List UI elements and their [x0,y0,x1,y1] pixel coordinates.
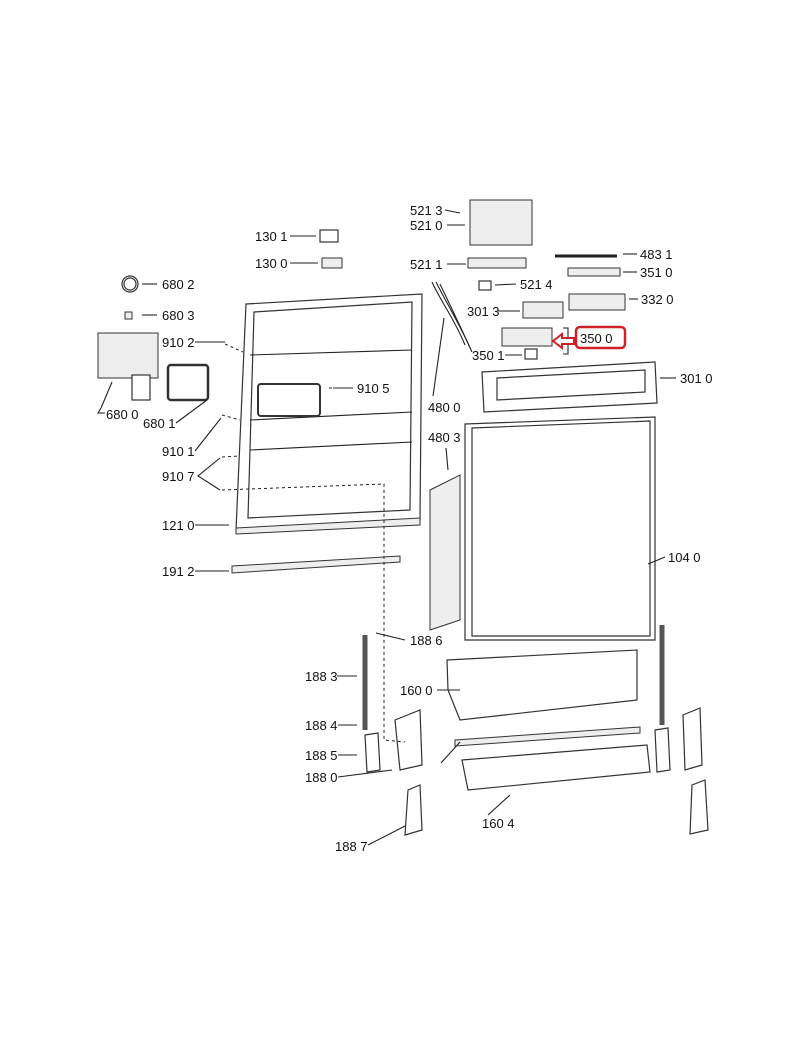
part-label-350-1: 350 1 [472,348,505,363]
part-label-188-7: 188 7 [335,839,368,854]
part-label-680-1: 680 1 [143,416,176,431]
part-label-130-0: 130 0 [255,256,288,271]
part-label-188-4: 188 4 [305,718,338,733]
part-label-680-0: 680 0 [106,407,139,422]
callout-lines [97,209,676,846]
part-label-351-0: 351 0 [640,265,673,280]
part-dispenser [97,332,159,379]
part-label-910-2: 910 2 [162,335,195,350]
part-label-350-0: 350 0 [580,331,613,346]
part-label-301-0: 301 0 [680,371,713,386]
part-label-910-1: 910 1 [162,444,195,459]
part-label-480-3: 480 3 [428,430,461,445]
part-label-130-1: 130 1 [255,229,288,244]
part-control-module [469,199,533,246]
part-label-188-0: 188 0 [305,770,338,785]
part-label-910-5: 910 5 [357,381,390,396]
part-label-521-4: 521 4 [520,277,553,292]
part-label-121-0: 121 0 [162,518,195,533]
part-label-521-1: 521 1 [410,257,443,272]
part-label-188-6: 188 6 [410,633,443,648]
part-label-680-2: 680 2 [162,277,195,292]
highlight-box-350-0 [574,325,627,350]
part-label-680-3: 680 3 [162,308,195,323]
part-label-521-0: 521 0 [410,218,443,233]
part-label-160-4: 160 4 [482,816,515,831]
part-350-0 [501,327,553,347]
parts-drawings [97,199,709,836]
part-label-188-5: 188 5 [305,748,338,763]
part-label-104-0: 104 0 [668,550,701,565]
part-label-188-3: 188 3 [305,669,338,684]
part-outer-door [464,416,656,641]
part-label-332-0: 332 0 [641,292,674,307]
part-label-191-2: 191 2 [162,564,195,579]
part-label-480-0: 480 0 [428,400,461,415]
part-label-301-3: 301 3 [467,304,500,319]
part-label-483-1: 483 1 [640,247,673,262]
part-label-160-0: 160 0 [400,683,433,698]
part-label-910-7: 910 7 [162,469,195,484]
part-label-521-3: 521 3 [410,203,443,218]
